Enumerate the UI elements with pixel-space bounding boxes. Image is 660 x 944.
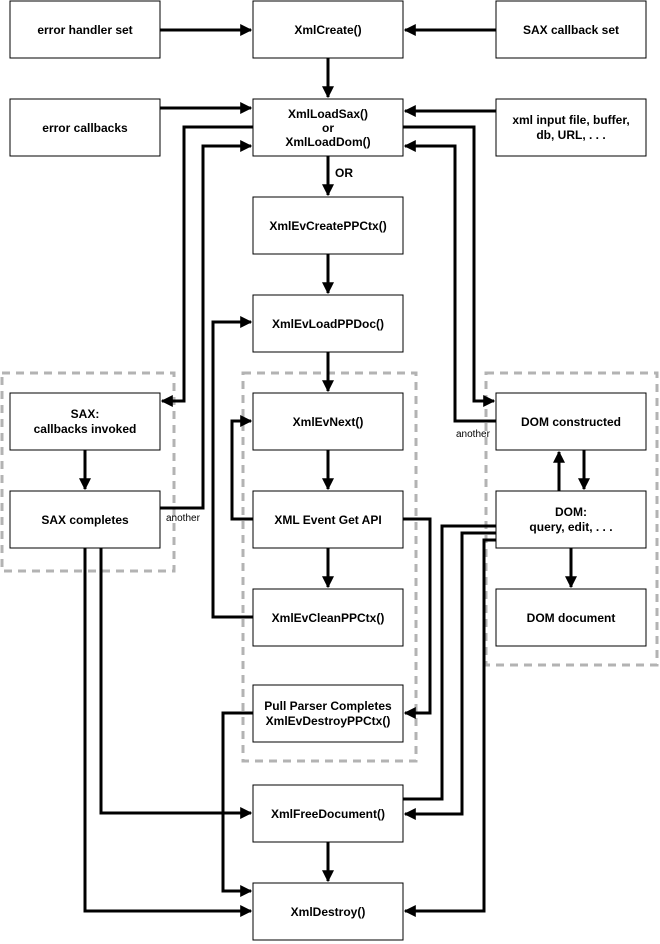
node-label: error callbacks xyxy=(42,121,128,135)
edge-load-to-sax xyxy=(160,125,253,407)
node-label: DOM constructed xyxy=(521,415,621,429)
edge-clean-to-load-ppdoc xyxy=(211,316,253,619)
node-dom-document: DOM document xyxy=(495,588,647,647)
node-label: XML Event Get API xyxy=(274,513,381,527)
node-label: XmlEvNext() xyxy=(293,415,364,429)
node-label: Pull Parser Completes xyxy=(264,699,392,713)
node-xml-free-document: XmlFreeDocument() xyxy=(252,784,404,843)
edge-get-api-to-next xyxy=(230,415,253,521)
node-label: XmlLoadDom() xyxy=(285,135,370,149)
edge-sax-completes-to-destroy xyxy=(83,548,253,917)
node-label: SAX completes xyxy=(41,513,129,527)
node-label: db, URL, . . . xyxy=(536,128,605,142)
node-label: SAX callback set xyxy=(523,23,619,37)
node-label: or xyxy=(322,121,334,135)
node-label: XmlCreate() xyxy=(294,23,361,37)
node-xml-create: XmlCreate() xyxy=(252,0,404,59)
edge-query-to-free-document xyxy=(403,531,496,820)
node-label: error handler set xyxy=(37,23,132,37)
node-label: XmlEvCleanPPCtx() xyxy=(272,611,385,625)
edge-pull-parser-to-destroy xyxy=(221,711,253,897)
node-label: SAX: xyxy=(71,407,100,421)
edge-get-api-to-pull-parser xyxy=(403,517,432,719)
node-xml-event-get-api: XML Event Get API xyxy=(252,490,404,549)
node-label: query, edit, . . . xyxy=(529,520,612,534)
edge-sax-completes-to-free xyxy=(99,548,253,819)
node-xml-ev-next: XmlEvNext() xyxy=(252,392,404,451)
edge-label-or: OR xyxy=(335,166,353,180)
edge-sax-completes-another xyxy=(160,140,253,510)
node-dom-query: DOM: query, edit, . . . xyxy=(495,490,647,549)
edge-free-document-to-query xyxy=(403,524,496,801)
node-sax-callback-set: SAX callback set xyxy=(495,0,647,59)
node-label: XmlEvLoadPPDoc() xyxy=(272,317,384,331)
node-label: XmlLoadSax() xyxy=(288,107,368,121)
node-xml-ev-clean-ppctx: XmlEvCleanPPCtx() xyxy=(252,588,404,647)
edge-label-another-sax: another xyxy=(166,513,201,524)
node-label: XmlDestroy() xyxy=(291,905,366,919)
edge-query-to-destroy xyxy=(403,538,496,917)
node-xml-destroy: XmlDestroy() xyxy=(252,882,404,941)
node-error-handler-set: error handler set xyxy=(9,0,161,59)
edge-dom-constructed-another xyxy=(403,140,496,423)
node-xml-ev-load-ppdoc: XmlEvLoadPPDoc() xyxy=(252,294,404,353)
node-error-callbacks: error callbacks xyxy=(9,98,161,157)
node-label: DOM: xyxy=(555,505,587,519)
node-sax-callbacks-invoked: SAX: callbacks invoked xyxy=(9,392,161,451)
edge-load-to-dom-constructed xyxy=(403,125,496,407)
dom-group xyxy=(484,371,659,667)
node-label: xml input file, buffer, xyxy=(512,113,629,127)
node-xml-ev-create-ppctx: XmlEvCreatePPCtx() xyxy=(252,196,404,255)
node-xml-input: xml input file, buffer, db, URL, . . . xyxy=(495,98,647,157)
node-pull-parser-completes: Pull Parser Completes XmlEvDestroyPPCtx(… xyxy=(252,684,404,743)
node-dom-constructed: DOM constructed xyxy=(495,392,647,451)
node-label: XmlEvDestroyPPCtx() xyxy=(266,714,391,728)
node-sax-completes: SAX completes xyxy=(9,490,161,549)
node-label: callbacks invoked xyxy=(34,422,137,436)
edge-label-another-dom: another xyxy=(456,429,491,440)
node-label: XmlEvCreatePPCtx() xyxy=(269,219,386,233)
node-xml-load: XmlLoadSax() or XmlLoadDom() xyxy=(252,98,404,157)
node-label: XmlFreeDocument() xyxy=(271,807,385,821)
sax-group xyxy=(0,371,176,573)
node-label: DOM document xyxy=(527,611,616,625)
